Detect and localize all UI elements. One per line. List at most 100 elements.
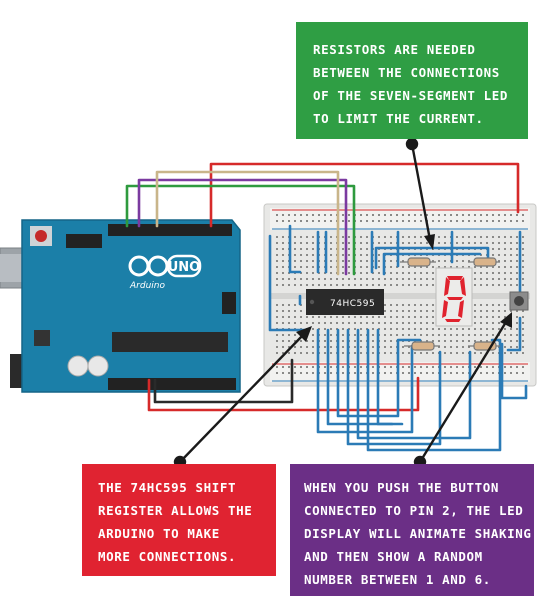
breadboard-hole (372, 316, 374, 318)
breadboard-hole (462, 220, 464, 222)
breadboard-hole (294, 352, 296, 354)
breadboard-hole (330, 236, 332, 238)
breadboard-hole (456, 260, 458, 262)
breadboard-hole (456, 346, 458, 348)
breadboard-hole (288, 340, 290, 342)
breadboard-hole (390, 328, 392, 330)
breadboard-hole (522, 236, 524, 238)
breadboard-hole (486, 328, 488, 330)
breadboard-hole (360, 352, 362, 354)
breadboard-hole (504, 254, 506, 256)
breadboard-hole (318, 220, 320, 222)
breadboard-hole (282, 352, 284, 354)
wires (125, 162, 528, 452)
breadboard-hole (432, 272, 434, 274)
breadboard-hole (420, 236, 422, 238)
breadboard-hole (312, 214, 314, 216)
breadboard-hole (420, 220, 422, 222)
breadboard-hole (336, 284, 338, 286)
breadboard-hole (498, 266, 500, 268)
breadboard-hole (438, 220, 440, 222)
breadboard-hole (378, 322, 380, 324)
breadboard-hole (330, 334, 332, 336)
breadboard-hole (462, 214, 464, 216)
breadboard-hole (516, 316, 518, 318)
breadboard-hole (408, 278, 410, 280)
breadboard-hole (402, 278, 404, 280)
breadboard-hole (402, 272, 404, 274)
breadboard-hole (402, 352, 404, 354)
breadboard-hole (300, 346, 302, 348)
breadboard-hole (294, 284, 296, 286)
breadboard-hole (342, 272, 344, 274)
breadboard-hole (444, 220, 446, 222)
breadboard-hole (300, 322, 302, 324)
breadboard-hole (450, 214, 452, 216)
breadboard-hole (486, 220, 488, 222)
breadboard-hole (492, 334, 494, 336)
breadboard-hole (426, 272, 428, 274)
breadboard-hole (300, 366, 302, 368)
breadboard-hole (498, 236, 500, 238)
breadboard-hole (456, 214, 458, 216)
breadboard-hole (276, 322, 278, 324)
breadboard-hole (396, 334, 398, 336)
breadboard-hole (516, 328, 518, 330)
breadboard-hole (390, 310, 392, 312)
breadboard-hole (366, 236, 368, 238)
breadboard-hole (360, 266, 362, 268)
breadboard-hole (372, 352, 374, 354)
breadboard-hole (378, 260, 380, 262)
breadboard-hole (396, 316, 398, 318)
breadboard-hole (312, 254, 314, 256)
breadboard-hole (318, 214, 320, 216)
breadboard-hole (378, 254, 380, 256)
breadboard-hole (318, 284, 320, 286)
breadboard-hole (492, 248, 494, 250)
breadboard-hole (450, 220, 452, 222)
breadboard-hole (306, 352, 308, 354)
breadboard-hole (312, 248, 314, 250)
breadboard-hole (306, 242, 308, 244)
breadboard-hole (390, 352, 392, 354)
breadboard-hole (426, 266, 428, 268)
breadboard-hole (300, 316, 302, 318)
breadboard-hole (474, 272, 476, 274)
breadboard-hole (456, 340, 458, 342)
breadboard-hole (294, 214, 296, 216)
breadboard-hole (492, 284, 494, 286)
resistor (400, 257, 436, 267)
callout-button: WHEN YOU PUSH THE BUTTON CONNECTED TO PI… (290, 464, 534, 596)
breadboard-hole (438, 328, 440, 330)
breadboard-hole (354, 284, 356, 286)
breadboard-hole (492, 220, 494, 222)
breadboard-hole (276, 366, 278, 368)
breadboard-hole (426, 334, 428, 336)
breadboard-hole (486, 322, 488, 324)
breadboard-hole (468, 340, 470, 342)
breadboard-hole (420, 278, 422, 280)
breadboard-hole (360, 236, 362, 238)
breadboard-hole (492, 266, 494, 268)
breadboard-hole (324, 272, 326, 274)
breadboard-hole (342, 372, 344, 374)
breadboard-hole (366, 322, 368, 324)
breadboard-hole (330, 272, 332, 274)
breadboard-hole (444, 214, 446, 216)
breadboard-hole (468, 328, 470, 330)
breadboard-hole (402, 260, 404, 262)
breadboard-hole (294, 266, 296, 268)
breadboard-hole (420, 310, 422, 312)
breadboard-hole (462, 366, 464, 368)
breadboard-hole (516, 254, 518, 256)
breadboard-hole (510, 220, 512, 222)
breadboard-hole (462, 236, 464, 238)
breadboard-hole (420, 266, 422, 268)
breadboard-hole (492, 272, 494, 274)
breadboard-hole (390, 304, 392, 306)
breadboard-hole (288, 310, 290, 312)
breadboard-hole (402, 310, 404, 312)
breadboard-hole (378, 278, 380, 280)
breadboard-hole (360, 220, 362, 222)
breadboard-hole (324, 214, 326, 216)
